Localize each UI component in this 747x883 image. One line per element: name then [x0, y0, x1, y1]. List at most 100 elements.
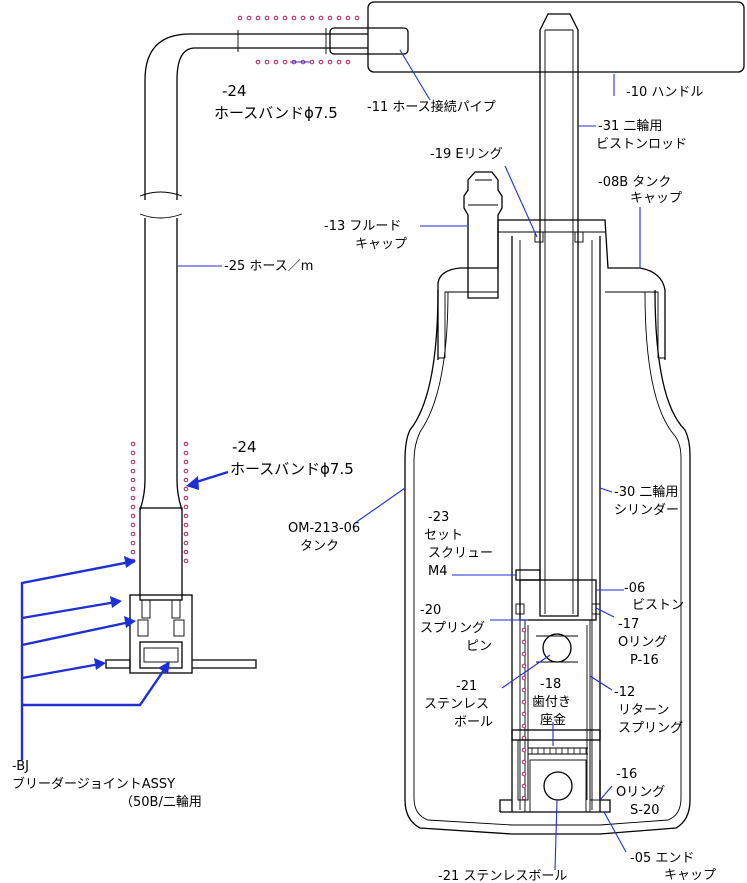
label-bj-1: -BJ [12, 759, 29, 774]
hoseband-dot [291, 15, 297, 21]
hoseband-dot [130, 504, 136, 510]
label-fluid-cap-2: キャップ [355, 237, 407, 252]
hoseband-dot [327, 59, 333, 65]
label-fluid-cap-1: -13 フルード [324, 219, 401, 234]
hoseband-dot [264, 15, 270, 21]
hoseband-dot [183, 549, 189, 555]
label-ball-3: ボール [454, 715, 493, 730]
hoseband-dot [183, 486, 189, 492]
hoseband-dot [130, 477, 136, 483]
label-oring-s20-1: -16 [616, 767, 637, 782]
spring-coil-dot [521, 711, 527, 717]
label-return-spring-1: -12 [614, 685, 635, 700]
label-ball-1: -21 [456, 679, 477, 694]
label-set-screw-4: M4 [428, 564, 448, 579]
hoseband-dot [183, 558, 189, 564]
hoseband-dot [130, 486, 136, 492]
hoseband-dot [336, 15, 342, 21]
label-hoseband-top-1: -24 [222, 82, 247, 100]
label-tank-cap-2: キャップ [630, 191, 682, 206]
hoseband-dot [282, 15, 288, 21]
label-tank-2: タンク [300, 539, 339, 554]
hoseband-dot [183, 477, 189, 483]
hoseband-dot [183, 531, 189, 537]
spring-coil-dot [521, 699, 527, 705]
hoseband-dot [183, 504, 189, 510]
spring-coil-dot [521, 783, 527, 789]
hoseband-dot [309, 59, 315, 65]
hoseband-dot [282, 59, 288, 65]
hoseband-dot [183, 522, 189, 528]
hoseband-dot [130, 450, 136, 456]
tank [404, 289, 691, 835]
label-hoseband-mid-2: ホースバンドϕ7.5 [230, 460, 354, 478]
label-oring-p16-2: Oリング [618, 635, 667, 650]
label-hose: -25 ホース／m [224, 259, 313, 274]
hoseband-dot [327, 15, 333, 21]
hoseband-dot [264, 59, 270, 65]
label-hoseband-top-2: ホースバンドϕ7.5 [214, 104, 338, 122]
label-oring-p16-1: -17 [618, 617, 639, 632]
cylinder [511, 236, 601, 812]
hoseband-dot [300, 15, 306, 21]
piston-rod [534, 13, 584, 617]
label-oring-s20-3: S-20 [630, 803, 660, 818]
bleeder-joint [105, 507, 257, 674]
label-piston-1: -06 [624, 581, 645, 596]
label-oring-p16-3: P-16 [630, 653, 659, 668]
spring-coil-dot [521, 771, 527, 777]
hoseband-dot [309, 15, 315, 21]
label-spring-pin-1: -20 [420, 603, 441, 618]
labels: -10 ハンドル -11 ホース接続パイプ -24 ホースバンドϕ7.5 -31… [12, 82, 716, 883]
fluid-cap [463, 171, 503, 299]
label-end-cap-1: -05 エンド [630, 851, 694, 866]
hoseband-dot [183, 450, 189, 456]
label-tank-cap-1: -08B タンク [598, 175, 671, 190]
label-piston-rod-1: -31 二輪用 [598, 118, 662, 134]
label-hose-pipe: -11 ホース接続パイプ [367, 99, 496, 115]
label-hoseband-mid-1: -24 [232, 438, 257, 456]
hoseband-dot [130, 549, 136, 555]
spring-coil-dot [521, 723, 527, 729]
hoseband-dot [336, 59, 342, 65]
label-return-spring-2: リターン [618, 703, 669, 718]
hoseband-dot [237, 15, 243, 21]
hoseband-dot [354, 15, 360, 21]
label-washer-1: -18 [540, 677, 561, 692]
label-cylinder-1: -30 二輪用 [614, 484, 678, 500]
end-cap [499, 739, 611, 813]
hoseband-dot [130, 513, 136, 519]
spring-coil-dot [521, 627, 527, 633]
hoseband-dot [130, 459, 136, 465]
hoseband-dot [273, 59, 279, 65]
spring-coil-dot [521, 687, 527, 693]
label-piston-2: ビストン [632, 598, 684, 613]
spring-coil-dot [521, 663, 527, 669]
hoseband-dot [255, 59, 261, 65]
spring-coil-dot [521, 639, 527, 645]
hoseband-dot [183, 459, 189, 465]
hoseband-dot [345, 59, 351, 65]
spring-coil-dot [521, 735, 527, 741]
label-piston-rod-2: ビストンロッド [596, 137, 687, 152]
hoseband-dot [318, 59, 324, 65]
steel-ball-lower [543, 771, 573, 801]
hoseband-dot [183, 540, 189, 546]
spring-coil-dot [521, 651, 527, 657]
hoseband-top [237, 15, 360, 65]
hoseband-dot [246, 15, 252, 21]
label-set-screw-3: スクリュー [428, 546, 493, 561]
label-oring-s20-2: Oリング [616, 785, 665, 800]
hoseband-dot [345, 15, 351, 21]
label-tank-1: OM-213-06 [288, 521, 360, 536]
label-washer-3: 座金 [540, 712, 566, 728]
hoseband-dot [130, 468, 136, 474]
hoseband-dot [130, 531, 136, 537]
label-spring-pin-2: スプリング [420, 621, 485, 636]
label-set-screw-2: セット [424, 528, 463, 543]
label-bj-2: ブリーダージョイントASSY [12, 776, 175, 792]
label-set-screw-1: -23 [428, 510, 449, 525]
toothed-washer [511, 729, 601, 755]
